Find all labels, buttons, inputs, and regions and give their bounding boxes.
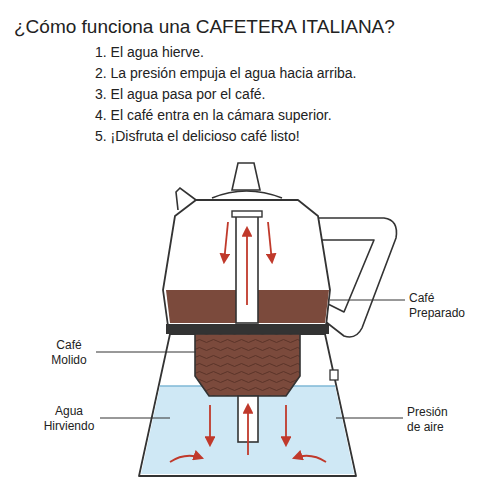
step-text: 2. La presión empuja el agua hacia arrib… [95,65,357,82]
gasket-band [166,324,329,334]
callout-label: Café Preparado [409,291,479,321]
callout-label: Agua Hirviendo [40,404,98,434]
leader-lines [96,300,405,418]
filter-basket [195,334,300,396]
lower-chamber [139,334,356,476]
step-text: 4. El café entra en la cámara superior. [95,107,332,124]
column-cap [232,211,262,217]
upper-chamber [163,200,330,326]
lid-knob [232,163,260,190]
handle [318,218,397,337]
lid [212,191,282,198]
boiling-water [141,386,354,474]
central-column [236,216,258,323]
safety-valve [330,370,338,380]
page-title: ¿Cómo funciona una CAFETERA ITALIANA? [14,16,395,39]
step-text: 1. El agua hierve. [95,44,204,61]
step-text: 5. ¡Disfruta el delicioso café listo! [95,128,300,145]
callout-label: Café Molido [44,338,94,368]
flow-arrows [170,222,326,462]
callout-label: Presión de aire [407,405,459,435]
step-text: 3. El agua pasa por el café. [95,86,265,103]
